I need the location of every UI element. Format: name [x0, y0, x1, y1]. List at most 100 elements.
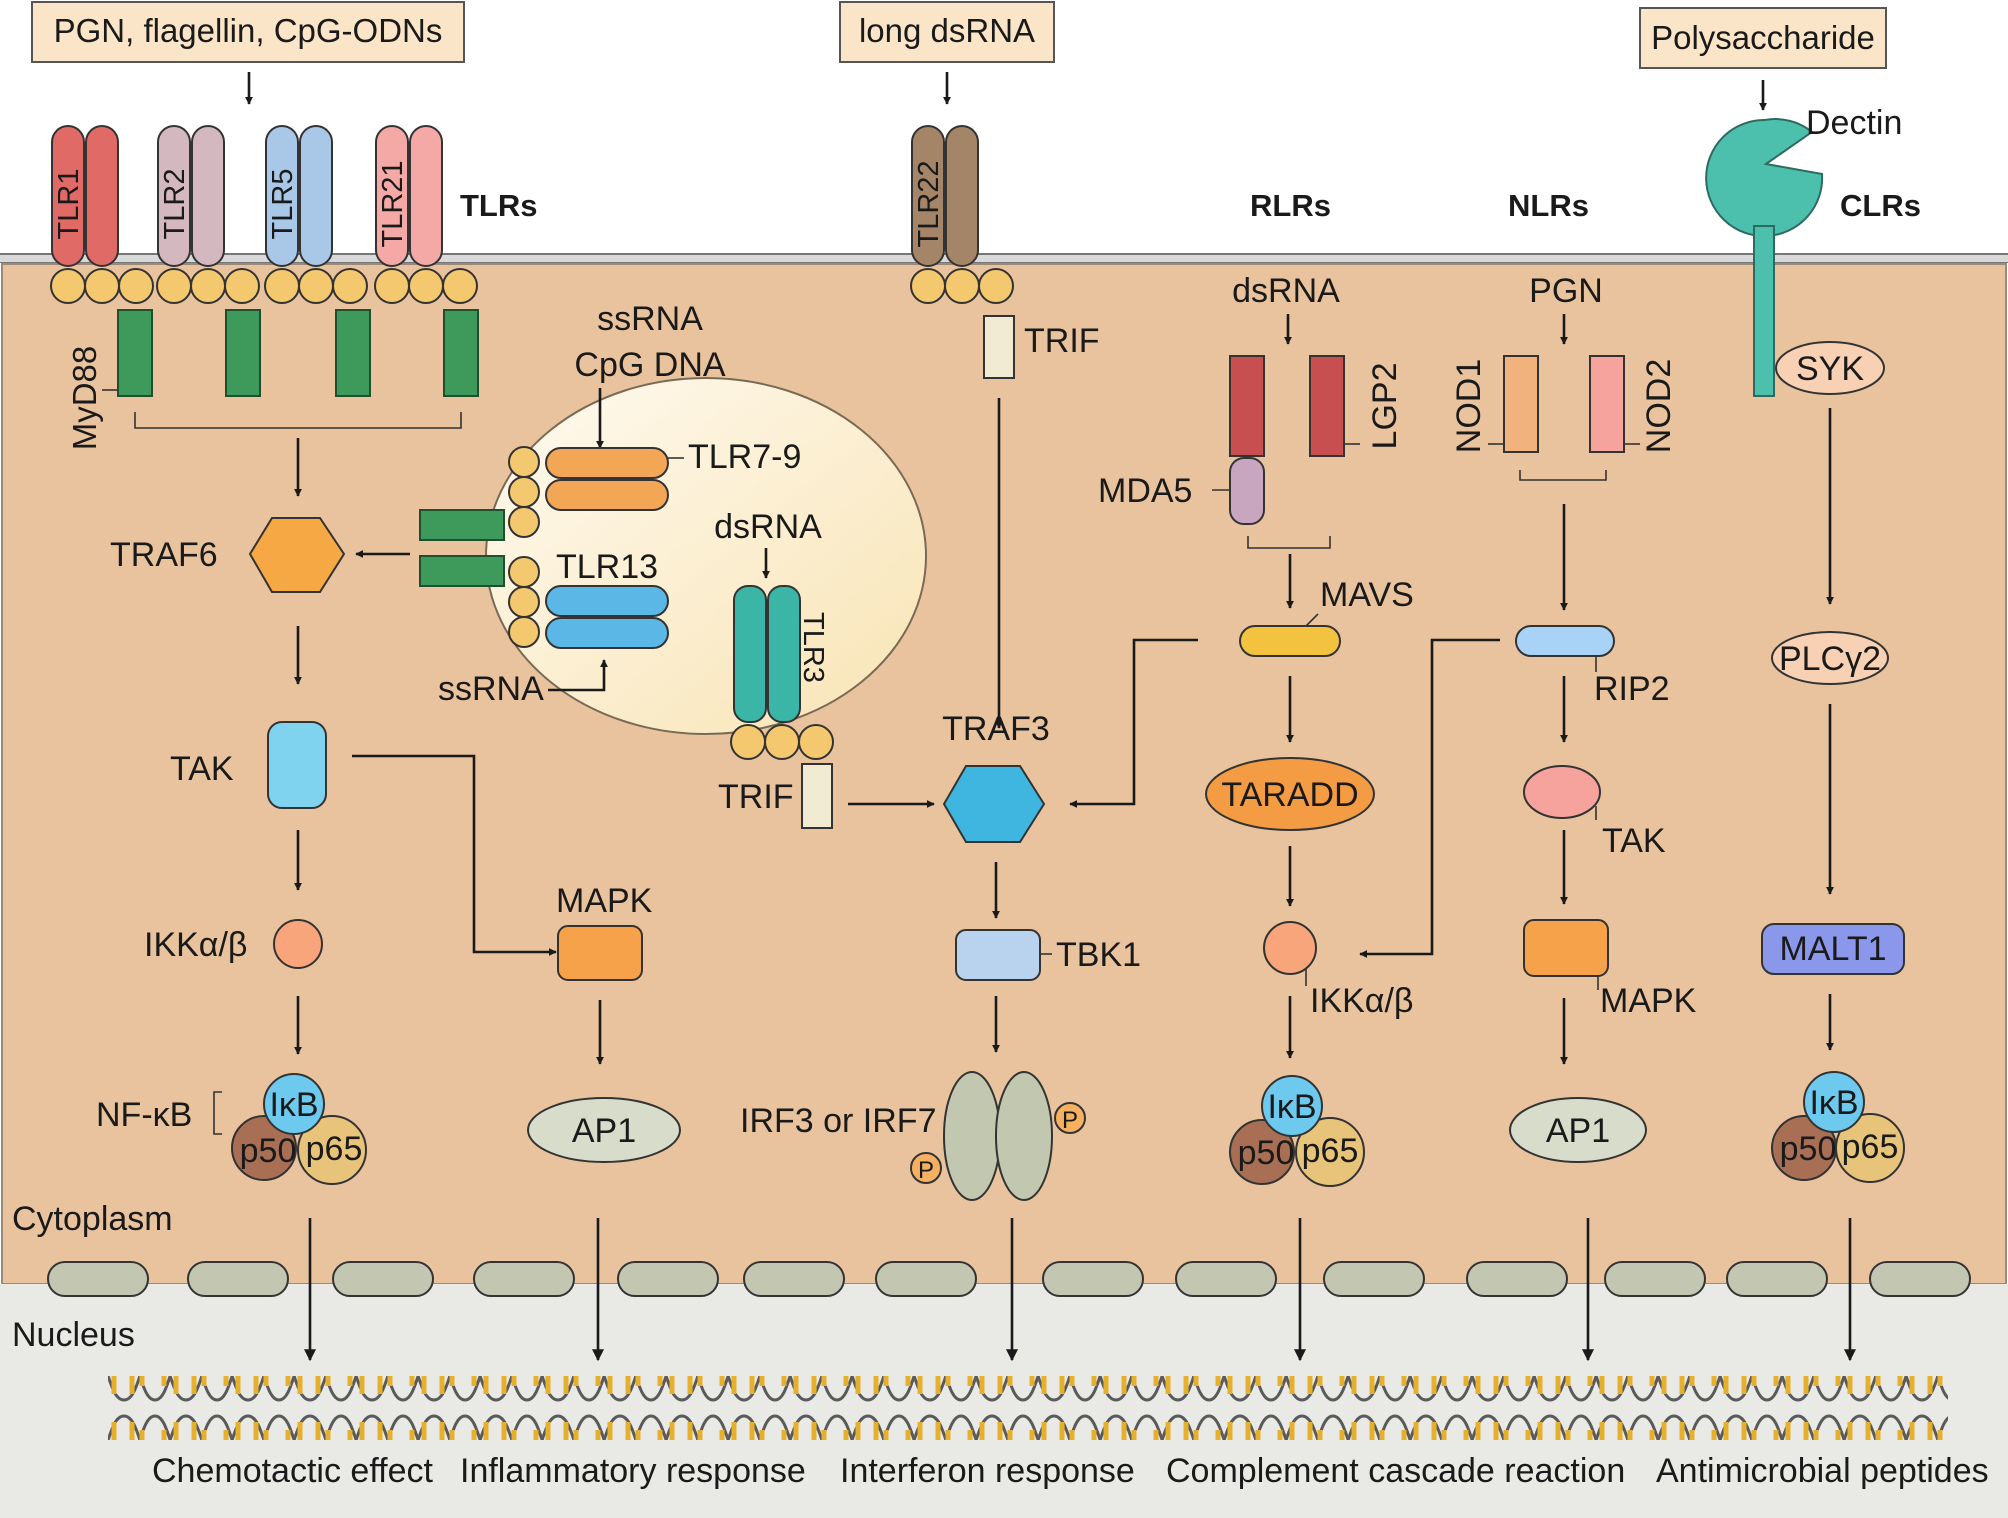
mapk-label-1: MAPK — [556, 882, 653, 920]
mapk-label-2: MAPK — [1600, 982, 1697, 1020]
endosome — [485, 377, 927, 735]
traf3-label: TRAF3 — [942, 710, 1050, 748]
response-chemotactic: Chemotactic effect — [152, 1452, 434, 1490]
svg-text:IκB: IκB — [269, 1086, 318, 1124]
nuclear-envelope — [47, 1261, 1971, 1297]
lgp2-label: LGP2 — [1366, 363, 1404, 450]
receptor-tlr3: TLR3 — [733, 585, 829, 723]
receptor-tlr1: TLR1 — [51, 125, 119, 267]
traf3-node — [942, 765, 1046, 843]
response-complement: Complement cascade reaction — [1166, 1452, 1625, 1490]
dna-helix — [108, 1376, 1948, 1440]
family-label-rlrs: RLRs — [1250, 188, 1331, 223]
svg-text:p65: p65 — [1302, 1132, 1359, 1170]
svg-text:IκB: IκB — [1267, 1088, 1316, 1126]
svg-text:P: P — [1062, 1107, 1078, 1134]
tbk1-label: TBK1 — [1056, 936, 1141, 974]
nfkb-complex-2: IκB p50 p65 — [1229, 1075, 1365, 1187]
ap1-node-1 — [527, 1097, 681, 1163]
traf6-label: TRAF6 — [110, 536, 218, 574]
syk-node — [1775, 341, 1885, 395]
endo-ligand-ssrna-2: ssRNA — [438, 670, 544, 708]
plasma-membrane — [0, 255, 2008, 262]
svg-text:Polysaccharide: Polysaccharide — [1651, 19, 1875, 56]
svg-text:P: P — [918, 1157, 934, 1184]
plcg2-node — [1771, 631, 1889, 685]
svg-text:AP1: AP1 — [572, 1112, 636, 1150]
family-label-tlrs: TLRs — [460, 188, 538, 223]
mda5-label: MDA5 — [1098, 472, 1192, 510]
svg-text:TLR1: TLR1 — [53, 169, 85, 240]
svg-text:IκB: IκB — [1809, 1084, 1858, 1122]
mapk-node-2 — [1523, 919, 1609, 977]
ligand-box-tlr: PGN, flagellin, CpG-ODNs — [31, 1, 465, 63]
svg-text:TLR21: TLR21 — [377, 160, 409, 247]
svg-text:p50: p50 — [1238, 1134, 1295, 1172]
ligand-box-tlr22: long dsRNA — [839, 1, 1055, 63]
endo-ligand-cpg: CpG DNA — [574, 346, 725, 384]
rlr-ligand: dsRNA — [1232, 272, 1340, 310]
nod1-node — [1503, 355, 1539, 453]
nod2-node — [1589, 355, 1625, 453]
rip2-label: RIP2 — [1594, 670, 1670, 708]
svg-text:p65: p65 — [1842, 1128, 1899, 1166]
svg-text:TLR13: TLR13 — [556, 548, 658, 586]
receptor-tlr5: TLR5 — [265, 125, 333, 267]
endosomal-tir-beads — [508, 446, 540, 648]
endo-ligand-dsrna: dsRNA — [714, 508, 822, 546]
svg-text:long dsRNA: long dsRNA — [859, 12, 1035, 49]
mapk-node-1 — [557, 925, 643, 981]
ap1-node-2 — [1509, 1097, 1647, 1163]
cytoplasm-label: Cytoplasm — [12, 1200, 173, 1238]
tir-domain-beads — [50, 268, 478, 304]
response-antimicrobial: Antimicrobial peptides — [1656, 1452, 1989, 1490]
tlr3-beads — [730, 724, 834, 760]
tbk1-node — [955, 929, 1041, 981]
taradd-node — [1205, 757, 1375, 831]
mda5-card — [1229, 355, 1265, 457]
nfkb-complex-3: IκB p50 p65 — [1771, 1071, 1905, 1183]
rip2-node — [1515, 625, 1615, 657]
traf6-node — [248, 517, 346, 593]
myd88-adaptors — [117, 309, 479, 397]
trif-label-2: TRIF — [718, 778, 794, 816]
receptor-tlr2: TLR2 — [157, 125, 225, 267]
svg-text:p50: p50 — [240, 1132, 297, 1170]
receptor-tlr22: TLR22 — [911, 125, 979, 267]
lgp2-node — [1309, 355, 1345, 457]
family-label-clrs: CLRs — [1840, 188, 1921, 223]
nucleus-label: Nucleus — [12, 1316, 135, 1354]
svg-text:TLR3: TLR3 — [797, 612, 829, 683]
svg-text:AP1: AP1 — [1546, 1112, 1610, 1150]
ikk-label-1: IKKα/β — [144, 926, 247, 964]
nlr-ligand: PGN — [1529, 272, 1603, 310]
nfkb-label: NF-κB — [96, 1096, 192, 1134]
malt1-node — [1761, 923, 1905, 975]
svg-text:Dectin: Dectin — [1806, 104, 1902, 142]
ikk-node-1 — [273, 919, 323, 969]
trif-adaptor-1 — [983, 315, 1015, 379]
svg-text:TLR7-9: TLR7-9 — [688, 438, 801, 476]
svg-text:SYK: SYK — [1796, 350, 1864, 388]
nod1-label: NOD1 — [1450, 359, 1488, 453]
mda5-helicase — [1229, 457, 1265, 525]
family-label-nlrs: NLRs — [1508, 188, 1589, 223]
svg-text:PGN, flagellin, CpG-ODNs: PGN, flagellin, CpG-ODNs — [54, 12, 443, 49]
irf-dimer: P P — [910, 1071, 1086, 1201]
svg-text:MALT1: MALT1 — [1779, 930, 1886, 968]
nfkb-complex-1: IκB p50 p65 — [231, 1073, 367, 1185]
tak-label: TAK — [170, 750, 234, 788]
myd88-endosomal — [419, 509, 505, 587]
irf-label: IRF3 or IRF7 — [740, 1102, 936, 1140]
svg-text:TLR2: TLR2 — [159, 169, 191, 240]
svg-text:p50: p50 — [1780, 1130, 1837, 1168]
svg-text:p65: p65 — [306, 1130, 363, 1168]
svg-text:PLCγ2: PLCγ2 — [1779, 640, 1881, 678]
tak-node-2 — [1523, 765, 1601, 819]
ikk-node-2 — [1263, 921, 1317, 975]
response-inflammatory: Inflammatory response — [460, 1452, 806, 1490]
myd88-label: MyD88 — [66, 346, 103, 451]
receptor-tlr7-9: TLR7-9 — [545, 438, 801, 511]
